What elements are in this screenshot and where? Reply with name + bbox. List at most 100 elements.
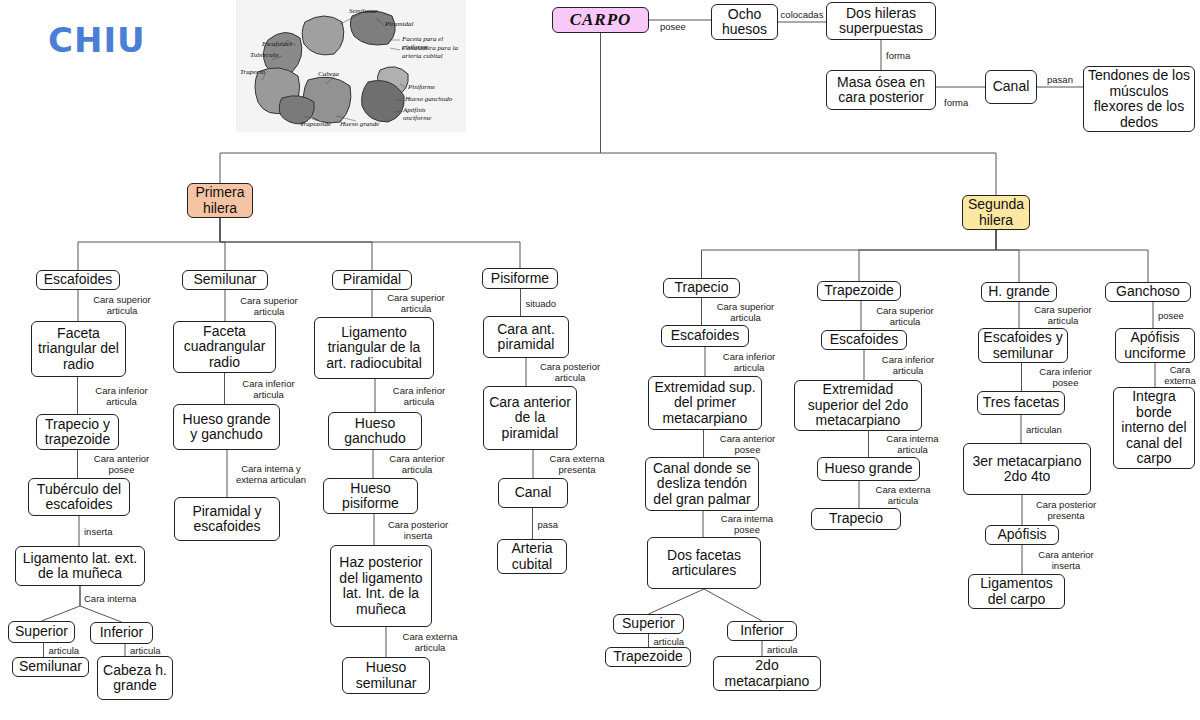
edge-label: pasa — [538, 518, 559, 529]
connector-line — [532, 508, 533, 539]
concept-box: Trapezoide — [817, 281, 901, 301]
connector-line — [705, 347, 706, 376]
connector-line — [936, 87, 985, 88]
concept-box: Hueso ganchudo — [328, 412, 422, 450]
concept-box: Inferior — [727, 621, 797, 641]
node-text: Tubérculo del escafoides — [33, 482, 125, 513]
node-text: 2do metacarpiano — [718, 658, 816, 689]
connector-line — [227, 450, 228, 497]
node-text: 3er metacarpiano 2do 4to — [968, 454, 1086, 485]
connector-line — [702, 230, 997, 278]
concept-box: Cara anterior de la piramidal — [483, 386, 577, 450]
concept-box: Hueso pisiforme — [323, 478, 418, 514]
node-text: Extremidad sup. del primer metacarpiano — [653, 380, 757, 427]
edge-label: Cara inferior articula — [869, 354, 947, 376]
node-text: Hueso semilunar — [347, 660, 425, 691]
concept-box: Canal — [498, 478, 568, 508]
connector-line — [996, 230, 1148, 282]
connector-line — [533, 450, 534, 478]
node-text: Trapecio y trapezoide — [41, 417, 114, 448]
connector-line — [520, 289, 521, 316]
connector-line — [649, 589, 705, 614]
node-text: Escafoides y semilunar — [983, 330, 1063, 361]
concept-box: Semilunar — [12, 657, 89, 677]
node-text: Segunda hilera — [967, 197, 1025, 228]
group-box: Segunda hilera — [962, 195, 1030, 230]
concept-box: Ligamento triangular de la art. radiocub… — [314, 317, 434, 379]
connector-line — [1022, 545, 1023, 574]
node-text: Escafoides — [830, 332, 898, 348]
edge-label: Cara anterior articula — [378, 453, 456, 475]
node-text: Integra borde interno del canal del carp… — [1118, 389, 1190, 467]
connector-line — [1022, 495, 1023, 525]
edge-label: Cara inferior articula — [83, 385, 161, 407]
edge-label: Cara superior articula — [866, 305, 944, 327]
node-text: Canal — [993, 79, 1030, 95]
node-text: Ocho huesos — [716, 7, 773, 38]
concept-box: Ocho huesos — [711, 4, 778, 40]
node-text: Masa ósea en cara posterior — [831, 75, 931, 106]
bone-label: Trapezoide — [300, 121, 331, 129]
concept-box: Inferior — [90, 622, 153, 644]
connector-line — [648, 634, 649, 647]
node-text: Escafoides — [44, 272, 112, 288]
node-text: Canal donde se desliza tendón del gran p… — [650, 461, 754, 508]
node-text: Tendones de los músculos flexores de los… — [1088, 68, 1190, 130]
node-text: Superior — [622, 616, 675, 632]
connector-line — [78, 290, 79, 322]
node-text: Hueso pisiforme — [328, 481, 413, 512]
edge-label: Cara superior articula — [1024, 304, 1102, 326]
node-text: Primera hilera — [192, 185, 248, 216]
edge-label: Cara superior articula — [230, 295, 308, 317]
concept-box: Trapecio — [663, 278, 740, 298]
concept-box: Trapezoide — [605, 647, 691, 667]
edge-label: Cara inferior articula — [380, 385, 458, 407]
node-text: Dos hileras superpuestas — [831, 6, 931, 37]
concept-box: Cabeza h. grande — [97, 656, 173, 700]
edge-label: Cara anterior inserta — [1027, 549, 1105, 571]
edge-label: articula — [654, 635, 685, 646]
connector-line — [386, 627, 387, 657]
node-text: Arteria cubital — [502, 541, 562, 572]
edge-label: Cara interna articula — [874, 433, 952, 455]
edge-label: Cara externa articula — [391, 631, 469, 653]
connector-line — [703, 511, 704, 537]
connector-line — [375, 379, 376, 412]
connector-line — [704, 589, 762, 621]
edge-label: articula — [130, 645, 161, 656]
concept-box: 3er metacarpiano 2do 4to — [963, 443, 1091, 495]
node-text: Hueso grande — [825, 461, 913, 477]
edge-label: posee — [1158, 309, 1184, 320]
node-text: Canal — [515, 485, 552, 501]
edge-label: Cara posterior articula — [531, 361, 609, 383]
bone-label: Pisiforme — [408, 84, 435, 92]
node-text: Piramidal y escafoides — [179, 504, 275, 535]
concept-box: Trapecio — [811, 508, 901, 530]
concept-box: Faceta triangular del radio — [31, 321, 126, 377]
edge-label: Cara inferior articula — [230, 378, 308, 400]
connector-line — [601, 33, 997, 195]
node-text: Cara anterior de la piramidal — [488, 395, 572, 442]
node-text: Hueso ganchudo — [333, 416, 417, 447]
connector-line — [220, 218, 372, 270]
node-text: Dos facetas articulares — [652, 548, 756, 579]
edge-label: Cara superior articula — [707, 301, 785, 323]
node-text: H. grande — [988, 284, 1049, 300]
connector-line — [881, 40, 882, 70]
concept-box: Dos hileras superpuestas — [826, 2, 936, 40]
connector-line — [42, 586, 81, 621]
node-text: Tres facetas — [983, 395, 1060, 411]
concept-box: Dos facetas articulares — [647, 537, 761, 589]
edge-label: Cara posterior presenta — [1027, 499, 1105, 521]
edge-label: situado — [526, 297, 557, 308]
concept-box: Integra borde interno del canal del carp… — [1113, 387, 1195, 469]
concept-box: Piramidal — [332, 270, 412, 290]
node-text: Ganchoso — [1116, 284, 1180, 300]
connector-line — [220, 218, 225, 270]
concept-box: Tubérculo del escafoides — [28, 478, 130, 516]
carpal-bones-illustration — [236, 0, 466, 132]
illustration-background — [236, 0, 466, 132]
concept-box: Haz posterior del ligamento lat. Int. de… — [330, 545, 432, 627]
connector-line — [79, 516, 80, 546]
node-text: Pisiforme — [491, 271, 549, 287]
